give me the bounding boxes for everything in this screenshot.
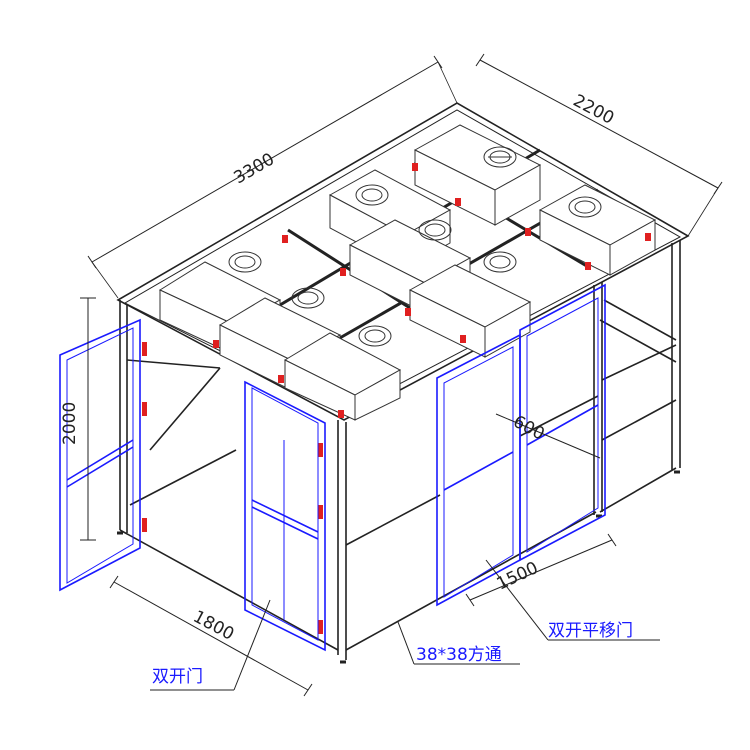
fan-icon <box>418 219 452 241</box>
dim-ffu-spacing-text: 600 <box>510 412 548 445</box>
front-double-door <box>244 380 326 652</box>
dim-slide-span-text: 1500 <box>494 558 542 594</box>
double-sliding-door-label: 双开平移门 <box>548 621 633 641</box>
fan-icon <box>483 251 517 273</box>
ffu-unit <box>413 124 542 226</box>
annotation-texts: 双开门 双开平移门 38*38方通 <box>152 621 633 687</box>
leader-lines <box>150 559 660 691</box>
red-connectors <box>142 163 651 634</box>
dim-length-text: 3300 <box>231 149 278 188</box>
double-door-label: 双开门 <box>152 667 203 687</box>
fan-icon <box>483 146 517 168</box>
fan-icon <box>568 196 602 218</box>
ffu-unit <box>408 251 532 358</box>
fan-icon <box>358 325 392 347</box>
ffu-unit <box>283 325 402 421</box>
dimension-lines <box>80 53 723 697</box>
left-open-door <box>59 318 141 592</box>
sliding-door <box>436 283 606 607</box>
fan-icon <box>228 251 262 273</box>
dim-front-span-text: 1800 <box>190 607 238 645</box>
fan-icon <box>291 287 325 309</box>
ffu-unit <box>538 184 657 276</box>
dim-width-text: 2200 <box>570 91 618 129</box>
dim-height-text: 2000 <box>60 402 80 445</box>
square-tube-label: 38*38方通 <box>416 645 502 665</box>
ffu-units <box>158 124 657 421</box>
fan-icon <box>355 184 389 206</box>
